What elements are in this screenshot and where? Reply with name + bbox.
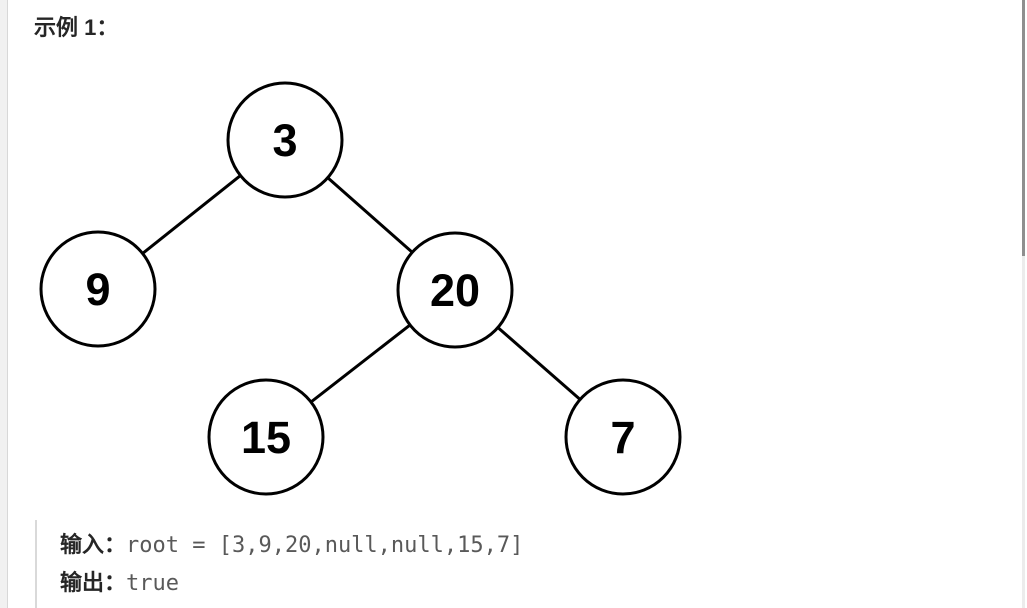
input-line: 输入：root = [3,9,20,null,null,15,7] xyxy=(60,526,735,564)
output-label: 输出： xyxy=(60,570,127,595)
tree-node-value: 15 xyxy=(241,412,291,463)
tree-node-value: 9 xyxy=(85,264,110,315)
tree-node-circle xyxy=(226,81,344,199)
page-left-gutter xyxy=(0,0,8,608)
scrollbar-track[interactable] xyxy=(1022,0,1025,608)
example-heading: 示例 1： xyxy=(34,15,119,40)
tree-node-circle xyxy=(564,378,682,496)
tree-node-circle xyxy=(396,231,514,349)
scrollbar-thumb[interactable] xyxy=(1022,0,1025,256)
example-io-block: 输入：root = [3,9,20,null,null,15,7] 输出：tru… xyxy=(35,520,735,608)
tree-node-circle xyxy=(207,378,325,496)
tree-node-value: 20 xyxy=(430,265,480,316)
tree-node-circle xyxy=(39,230,157,348)
input-value: root = [3,9,20,null,null,15,7] xyxy=(126,533,524,558)
output-line: 输出：true xyxy=(60,564,735,602)
input-label: 输入： xyxy=(60,532,127,557)
tree-node-value: 3 xyxy=(272,115,297,166)
output-value: true xyxy=(126,571,179,596)
tree-node-value: 7 xyxy=(610,412,635,463)
